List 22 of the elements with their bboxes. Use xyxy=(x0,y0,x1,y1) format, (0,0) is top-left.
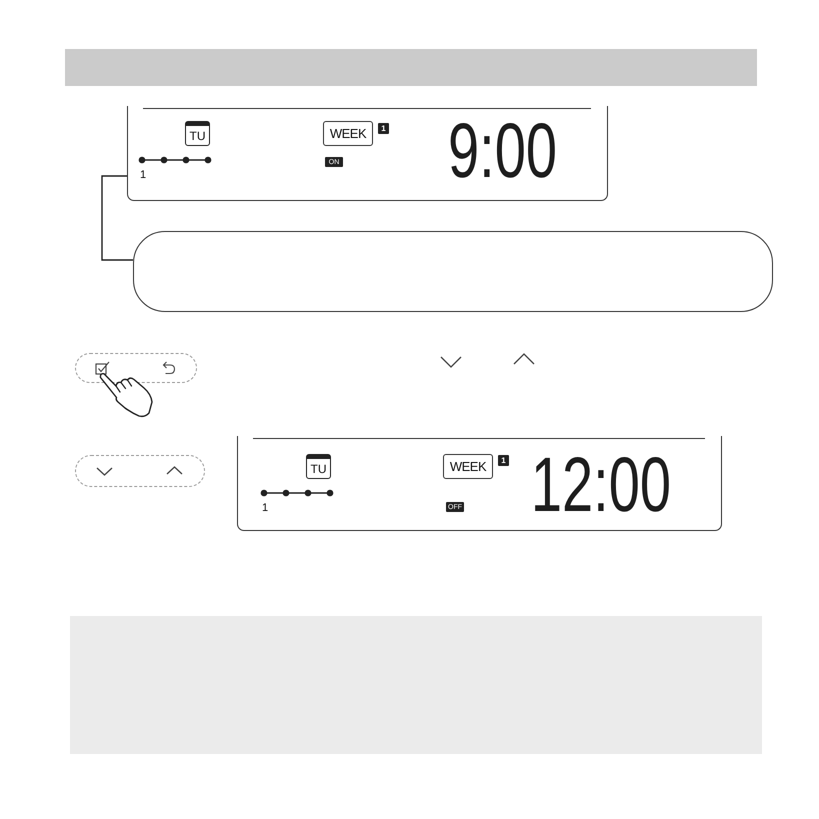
day-tile xyxy=(306,454,331,479)
lcd-display-panel xyxy=(237,436,722,531)
callout-box xyxy=(133,231,773,312)
step-number: 1 xyxy=(140,169,146,181)
badge-number: 1 xyxy=(501,456,506,464)
day-tile xyxy=(185,121,210,146)
badge-number: 1 xyxy=(381,124,386,132)
week-label: WEEK xyxy=(450,460,486,473)
leader-line xyxy=(101,175,133,261)
week-number-badge xyxy=(378,123,389,134)
day-label: TU xyxy=(190,130,206,142)
lcd-display-panel xyxy=(127,106,608,201)
day-label: TU xyxy=(310,462,326,474)
header-band xyxy=(65,49,757,86)
time-readout: 12:00 xyxy=(530,446,671,524)
week-indicator xyxy=(443,454,493,479)
week-label: WEEK xyxy=(330,127,366,140)
step-number: 1 xyxy=(262,502,268,514)
week-number-badge xyxy=(498,455,509,466)
time-readout: 9:00 xyxy=(448,112,557,190)
week-indicator xyxy=(323,121,373,146)
status-badge xyxy=(325,157,343,167)
